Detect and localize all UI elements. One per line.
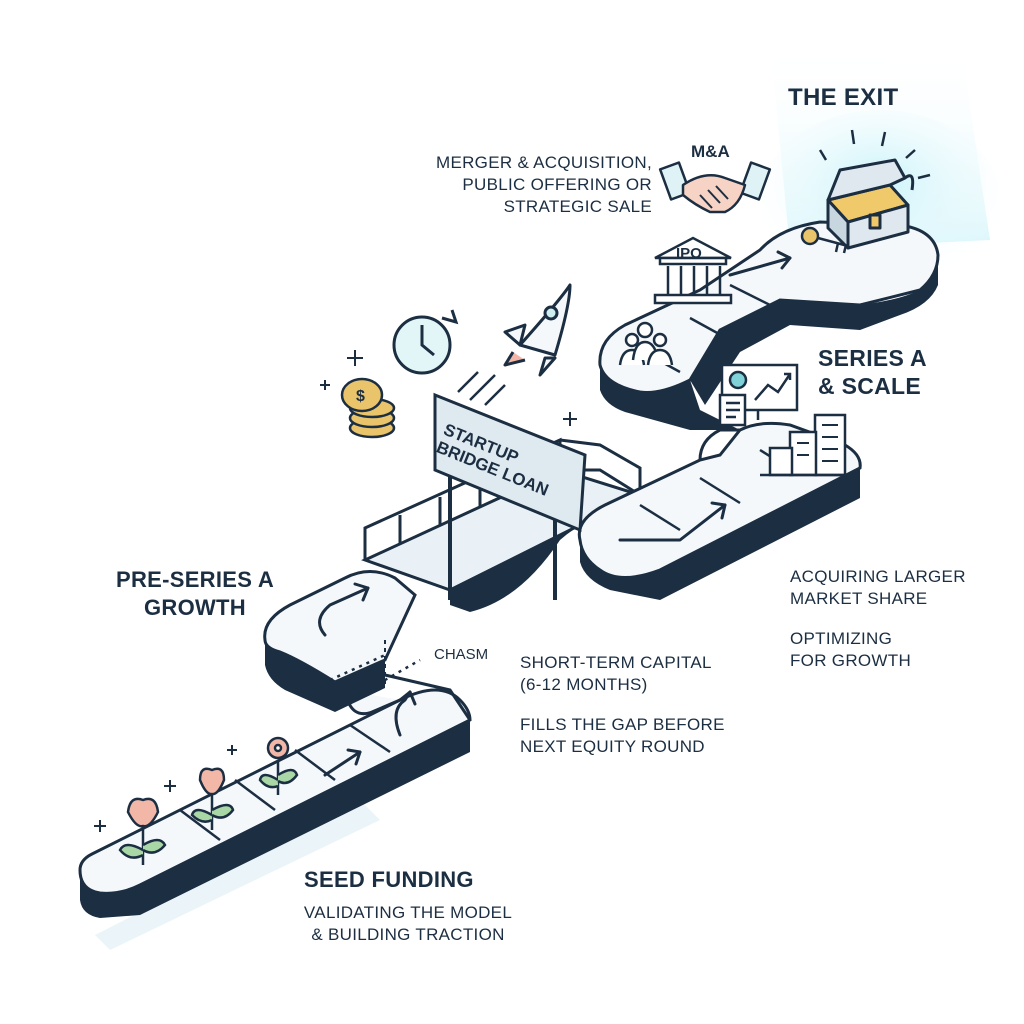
pre-series-title-line: PRE-SERIES A bbox=[115, 567, 275, 592]
bridge-note-line: NEXT EQUITY ROUND bbox=[520, 737, 705, 756]
treasure-chest-icon bbox=[818, 129, 931, 250]
series-a-note-line: ACQUIRING LARGER bbox=[790, 567, 966, 586]
exit-title: THE EXIT bbox=[788, 84, 899, 111]
coins-icon: $ bbox=[340, 377, 396, 439]
chasm-label: CHASM bbox=[434, 646, 489, 663]
chasm-edges bbox=[329, 653, 421, 702]
road-upper bbox=[598, 220, 940, 430]
series-a-title: SERIES A & SCALE bbox=[818, 344, 927, 400]
pre-series-title: PRE-SERIES A GROWTH bbox=[110, 566, 280, 622]
handshake-icon bbox=[658, 161, 772, 214]
rocket-icon bbox=[457, 283, 572, 406]
exit-note-line: STRATEGIC SALE bbox=[503, 197, 652, 216]
path-arrows bbox=[318, 250, 792, 777]
road-lower bbox=[78, 673, 472, 918]
series-a-title-line: & SCALE bbox=[818, 373, 922, 399]
bridge-note-line: (6-12 MONTHS) bbox=[520, 675, 648, 694]
road-pre-series bbox=[263, 570, 417, 712]
key-icon bbox=[800, 226, 849, 254]
series-a-note-line: FOR GROWTH bbox=[790, 651, 912, 670]
series-a-note-line: OPTIMIZING bbox=[790, 629, 893, 648]
series-a-title-line: SERIES A bbox=[818, 345, 927, 371]
seed-subtitle-line: & BUILDING TRACTION bbox=[311, 925, 505, 944]
tulip-icon bbox=[190, 767, 235, 830]
clock-icon bbox=[392, 309, 459, 375]
svg-text:$: $ bbox=[356, 388, 365, 405]
exit-note: MERGER & ACQUISITION, PUBLIC OFFERING OR… bbox=[420, 152, 652, 218]
series-a-note-line: MARKET SHARE bbox=[790, 589, 928, 608]
sparkle-icon bbox=[94, 350, 577, 832]
exit-note-line: MERGER & ACQUISITION, bbox=[436, 153, 652, 172]
floor-shadow bbox=[95, 800, 380, 950]
bridge-note-gap: FILLS THE GAP BEFORE NEXT EQUITY ROUND bbox=[520, 714, 725, 758]
seed-subtitle: VALIDATING THE MODEL & BUILDING TRACTION bbox=[292, 902, 524, 946]
seed-subtitle-line: VALIDATING THE MODEL bbox=[303, 903, 513, 922]
people-icon bbox=[618, 321, 674, 366]
bridge-sign bbox=[433, 392, 587, 600]
bridge-note-capital: SHORT-TERM CAPITAL (6-12 MONTHS) bbox=[520, 652, 712, 696]
chart-board-icon bbox=[718, 363, 799, 427]
bank-icon bbox=[653, 236, 733, 305]
bridge-note-line: SHORT-TERM CAPITAL bbox=[520, 653, 712, 672]
series-a-note-market: ACQUIRING LARGER MARKET SHARE bbox=[790, 566, 966, 610]
sprout-icon bbox=[118, 797, 167, 865]
buildings-icon bbox=[760, 413, 855, 477]
ipo-label: IPO bbox=[676, 245, 702, 262]
bridge-note-line: FILLS THE GAP BEFORE bbox=[520, 715, 725, 734]
seed-title: SEED FUNDING bbox=[304, 867, 474, 892]
exit-note-line: PUBLIC OFFERING OR bbox=[462, 175, 652, 194]
flower-icon bbox=[258, 736, 299, 795]
series-a-note-growth: OPTIMIZING FOR GROWTH bbox=[790, 628, 911, 672]
ma-label: M&A bbox=[691, 142, 730, 161]
pre-series-title-line: GROWTH bbox=[143, 595, 246, 620]
